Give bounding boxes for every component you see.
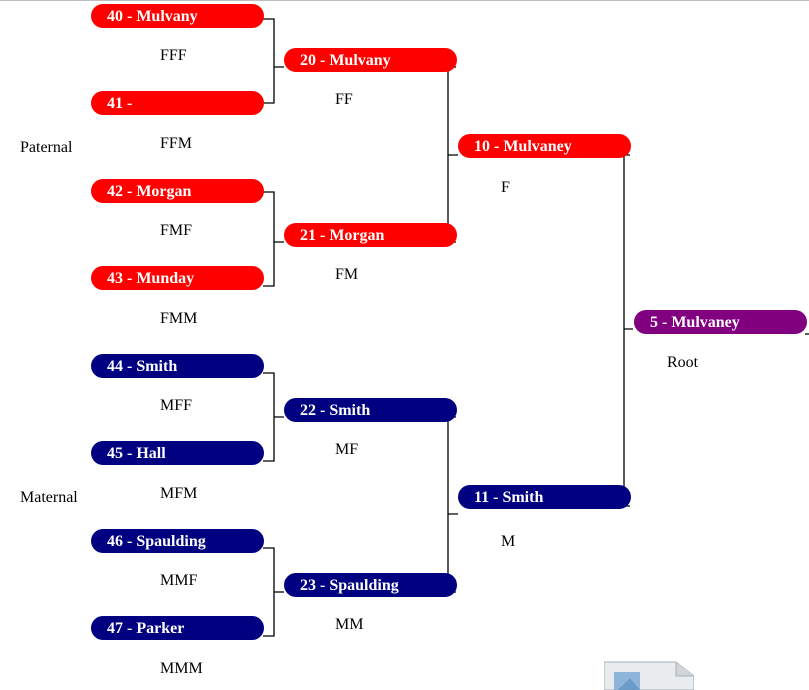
code-ff: FF [335,91,353,108]
person-40[interactable]: 40 - Mulvany [91,4,264,28]
code-m: M [501,533,516,550]
maternal-label: Maternal [20,489,78,506]
code-mf: MF [335,441,359,458]
code-ffm: FFM [160,135,193,152]
person-46[interactable]: 46 - Spaulding [91,529,264,553]
person-20[interactable]: 20 - Mulvany [284,48,457,72]
connector-46-47 [263,547,284,637]
code-f: F [501,179,510,196]
code-root: Root [667,354,699,371]
code-mm: MM [335,616,364,633]
connector-44-45 [263,372,284,462]
person-43[interactable]: 43 - Munday [91,266,264,290]
person-23[interactable]: 23 - Spaulding [284,573,457,597]
code-mff: MFF [160,397,193,414]
connector-10-11 [623,154,633,507]
person-42[interactable]: 42 - Morgan [91,179,264,203]
code-mmm: MMM [160,660,203,677]
code-fmm: FMM [160,310,198,327]
code-fmf: FMF [160,222,193,239]
code-mfm: MFM [160,485,198,502]
code-fm: FM [335,266,359,283]
person-44[interactable]: 44 - Smith [91,354,264,378]
connector-40-41 [263,18,284,104]
connector-20-21 [447,66,458,243]
person-21[interactable]: 21 - Morgan [284,223,457,247]
person-47[interactable]: 47 - Parker [91,616,264,640]
person-10[interactable]: 10 - Mulvaney [458,134,631,158]
broken-image-icon [604,661,694,690]
connector-22-23 [447,416,458,593]
connector-42-43 [263,191,284,287]
person-22[interactable]: 22 - Smith [284,398,457,422]
code-mmf: MMF [160,572,198,589]
person-11[interactable]: 11 - Smith [458,485,631,509]
code-fff: FFF [160,47,187,64]
paternal-label: Paternal [20,139,73,156]
person-45[interactable]: 45 - Hall [91,441,264,465]
person-5-root[interactable]: 5 - Mulvaney [634,310,807,334]
person-41[interactable]: 41 - [91,91,264,115]
